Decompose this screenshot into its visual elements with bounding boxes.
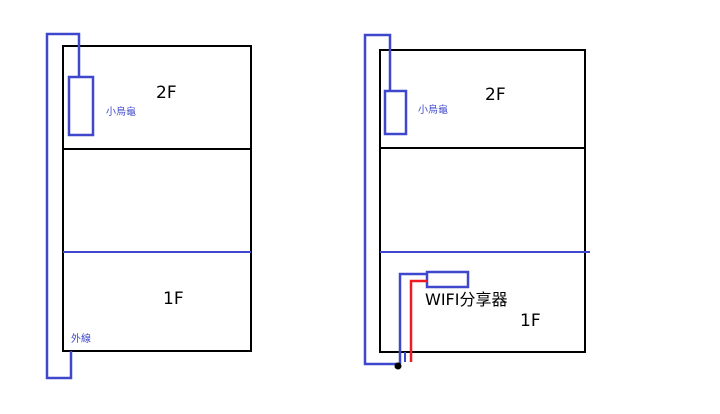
left-device-label: 小烏龜: [106, 105, 136, 118]
left-external-wire: [45, 32, 81, 380]
right-floor-2-label: 2F: [485, 85, 506, 105]
right-building-outline: [379, 49, 586, 353]
right-router-label: WIFI分享器: [425, 290, 507, 309]
left-floor-2-label: 2F: [156, 83, 177, 103]
left-modem-box: [67, 75, 95, 137]
right-device-label: 小烏龜: [418, 103, 448, 116]
right-modem-to-router-wire: [398, 272, 427, 364]
left-building-outline: [62, 45, 252, 352]
right-house-diagram: 2F 小烏龜 WIFI分享器 1F: [363, 33, 590, 370]
right-wall-plug-dot: [394, 362, 402, 370]
left-house-diagram: 2F 小烏龜 1F 外線: [45, 32, 252, 380]
right-modem-box: [383, 89, 408, 136]
right-floor-1-label: 1F: [520, 311, 541, 331]
left-floor-1-label: 1F: [163, 289, 184, 309]
right-wifi-router-box: [425, 270, 470, 289]
right-external-wire: [363, 33, 399, 366]
right-router-power-wire: [409, 279, 427, 362]
left-external-line-label: 外線: [71, 332, 91, 345]
